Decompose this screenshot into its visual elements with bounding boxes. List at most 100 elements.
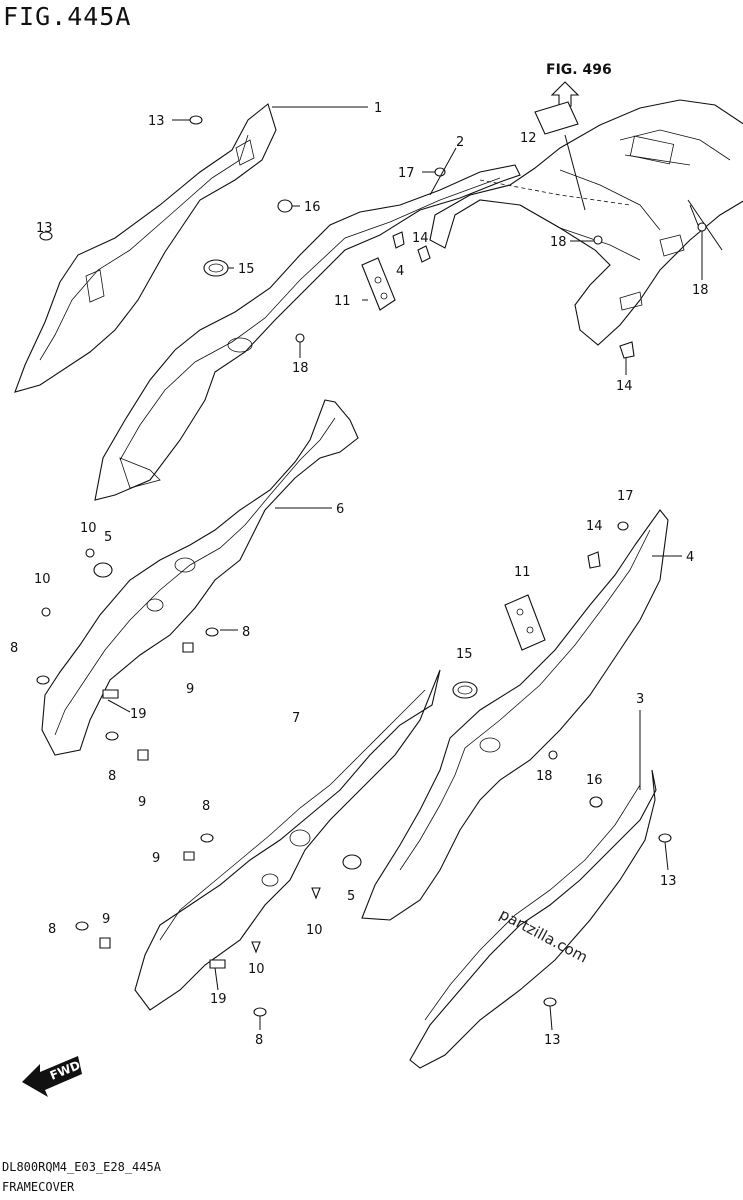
screw-17a [434, 167, 446, 177]
clip-14a [417, 245, 431, 263]
callout-9[interactable]: 9 [186, 682, 194, 697]
callout-5[interactable]: 5 [104, 530, 112, 545]
part-1-tab [85, 269, 105, 303]
part-7-inner [159, 689, 426, 941]
callout-18[interactable]: 18 [692, 283, 709, 298]
callout-14[interactable]: 14 [616, 379, 633, 394]
callout-18[interactable]: 18 [550, 235, 567, 250]
part-7-boss [289, 829, 311, 847]
callout-19[interactable]: 19 [210, 992, 227, 1007]
nut-9a [182, 642, 194, 653]
callout-7[interactable]: 7 [292, 711, 300, 726]
grommet-15b-inner [457, 685, 473, 695]
bolt-8f [253, 1007, 267, 1017]
part-11-hole-a [374, 276, 382, 284]
part-2-cutout [119, 457, 161, 489]
part-1-inner-edge [39, 134, 249, 361]
callout-8[interactable]: 8 [108, 769, 116, 784]
callout-4[interactable]: 4 [686, 550, 694, 565]
clip-14c [587, 551, 601, 569]
callout-9[interactable]: 9 [102, 912, 110, 927]
callout-17[interactable]: 17 [398, 166, 415, 181]
callout-3[interactable]: 3 [636, 692, 644, 707]
callout-9[interactable]: 9 [138, 795, 146, 810]
part-12-inner-lines [519, 129, 731, 261]
callout-4[interactable]: 4 [396, 264, 404, 279]
callout-17[interactable]: 17 [617, 489, 634, 504]
clip-19a [102, 689, 119, 699]
part-4-side-cover-right [361, 509, 669, 921]
callout-13[interactable]: 13 [36, 221, 53, 236]
part-2-inner-edge [119, 177, 501, 461]
callout-10[interactable]: 10 [306, 923, 323, 938]
part-11-lower-hole-a [516, 608, 524, 616]
part-12-slot [629, 135, 675, 165]
part-3-inner [424, 784, 641, 1021]
part-2-hole [227, 337, 253, 353]
callout-15[interactable]: 15 [456, 647, 473, 662]
callout-16[interactable]: 16 [304, 200, 321, 215]
part-11-hole-b [380, 292, 388, 300]
screw-17b [617, 521, 629, 531]
figure-title: FIG.445A [3, 2, 132, 31]
part-12-bracket [619, 234, 685, 311]
bolt-13b [39, 231, 53, 241]
part-2-frame-cover-upper [94, 164, 521, 501]
reference-plate [534, 101, 579, 135]
callout-1[interactable]: 1 [374, 101, 382, 116]
callout-8[interactable]: 8 [10, 641, 18, 656]
callout-14[interactable]: 14 [586, 519, 603, 534]
callout-16[interactable]: 16 [586, 773, 603, 788]
callout-6[interactable]: 6 [336, 502, 344, 517]
part-4-inner [399, 529, 651, 871]
callout-13[interactable]: 13 [544, 1033, 561, 1048]
callout-13[interactable]: 13 [660, 874, 677, 889]
callout-5[interactable]: 5 [347, 889, 355, 904]
diagram-code: DL800RQM4_E03_E28_445A [2, 1160, 161, 1174]
callout-2[interactable]: 2 [456, 135, 464, 150]
callout-8[interactable]: 8 [255, 1033, 263, 1048]
callout-11[interactable]: 11 [514, 565, 531, 580]
callout-19[interactable]: 19 [130, 707, 147, 722]
part-11-bracket-upper [361, 257, 396, 311]
callout-18[interactable]: 18 [292, 361, 309, 376]
leader-lines [107, 106, 703, 1031]
callout-18[interactable]: 18 [536, 769, 553, 784]
nut-10d [251, 941, 261, 954]
part-12-dashed [479, 179, 631, 206]
callout-14[interactable]: 14 [412, 231, 429, 246]
grommet-15b [452, 681, 478, 699]
callout-10[interactable]: 10 [80, 521, 97, 536]
part-3-frame-cover-right [409, 769, 657, 1069]
bolt-8b [205, 627, 219, 637]
part-6-boss [174, 557, 196, 573]
bolt-13a [189, 115, 203, 125]
fwd-arrow-icon [22, 1056, 82, 1097]
nut-10b [41, 607, 51, 617]
part-1-tab-upper [235, 139, 255, 166]
damper-5b [342, 854, 362, 870]
screw-18c [697, 222, 707, 232]
part-7-boss-b [261, 873, 279, 887]
bolt-13d [543, 997, 557, 1007]
callout-10[interactable]: 10 [248, 962, 265, 977]
clip-14b [619, 341, 635, 359]
callout-10[interactable]: 10 [34, 572, 51, 587]
callout-9[interactable]: 9 [152, 851, 160, 866]
nut-10a [85, 548, 95, 558]
part-12-leader [564, 134, 586, 211]
callout-12[interactable]: 12 [520, 131, 537, 146]
callout-13[interactable]: 13 [148, 114, 165, 129]
clip-19b [209, 959, 226, 969]
callout-8[interactable]: 8 [48, 922, 56, 937]
callout-8[interactable]: 8 [202, 799, 210, 814]
part-6-frame-side-left [41, 399, 359, 756]
callout-11[interactable]: 11 [334, 294, 351, 309]
part-11-bracket-lower [504, 594, 546, 651]
clip-4a [392, 231, 405, 249]
bolt-8a [36, 675, 50, 685]
callout-8[interactable]: 8 [242, 625, 250, 640]
reference-figure-label[interactable]: FIG. 496 [546, 62, 612, 78]
callout-15[interactable]: 15 [238, 262, 255, 277]
nut-16a [277, 199, 293, 213]
